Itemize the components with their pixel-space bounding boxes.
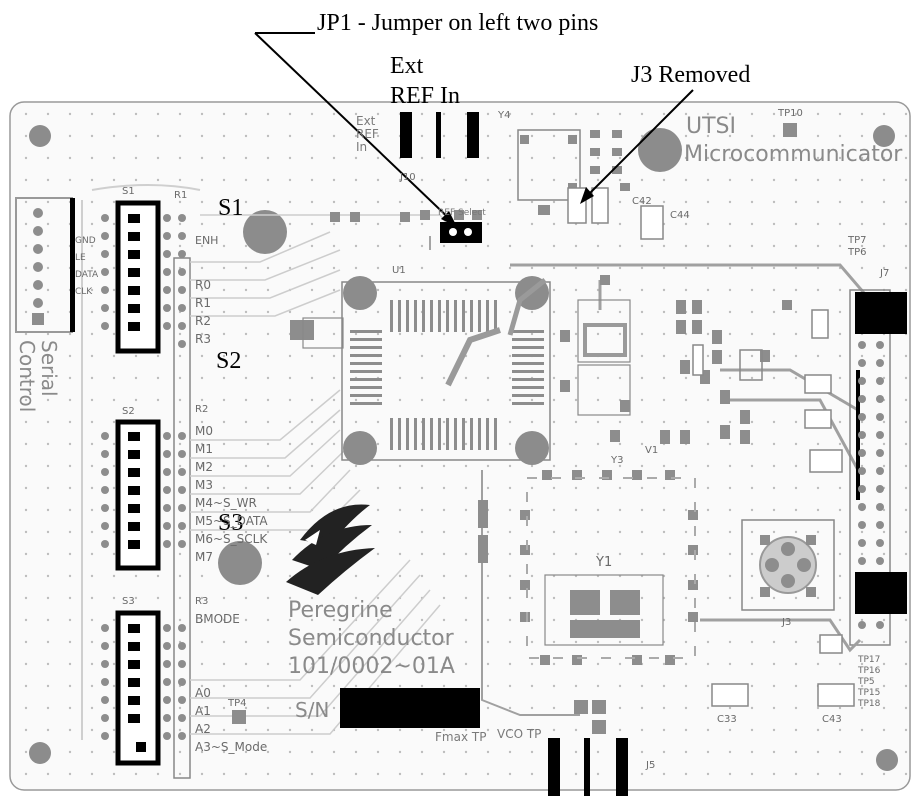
label-y4: Y4 bbox=[498, 110, 511, 121]
r-label: R3 bbox=[195, 332, 211, 346]
label-r1: R1 bbox=[174, 190, 188, 201]
r-label: R0 bbox=[195, 278, 211, 292]
r-label: R1 bbox=[195, 296, 211, 310]
fmax-tp-label: Fmax TP bbox=[435, 730, 487, 744]
m-label: M1 bbox=[195, 442, 213, 456]
brand-microcommunicator: Microcommunicator bbox=[684, 142, 903, 167]
label-j5: J5 bbox=[646, 760, 656, 771]
serial-number-label: S/N bbox=[295, 698, 330, 722]
tp-label: TP15 bbox=[858, 688, 881, 698]
tp-label: TP18 bbox=[858, 699, 881, 709]
label-silk-s3: S3 bbox=[122, 596, 135, 607]
label-tp10: TP10 bbox=[778, 108, 803, 119]
m-label: M4~S_WR bbox=[195, 496, 257, 510]
label-enh: ENH bbox=[195, 234, 219, 247]
s2-annotation: S2 bbox=[216, 348, 242, 374]
tp-label: TP5 bbox=[858, 677, 875, 687]
pin-label-data: DATA bbox=[75, 270, 99, 280]
jp1-annotation: JP1 - Jumper on left two pins bbox=[317, 10, 599, 36]
label-silk-s1: S1 bbox=[122, 186, 135, 197]
ext-annotation-line2: REF In bbox=[390, 83, 461, 109]
m-label: M7 bbox=[195, 550, 213, 564]
m-label: M5~S_DATA bbox=[195, 514, 268, 528]
silk-ext-ref-in: Ext REF In bbox=[356, 114, 379, 154]
a-label: A3~S_Mode bbox=[195, 740, 268, 754]
label-r2: R2 bbox=[195, 404, 209, 415]
label-c43: C43 bbox=[822, 714, 842, 725]
maker-semiconductor: Semiconductor bbox=[288, 626, 454, 651]
label-j10: J10 bbox=[400, 172, 416, 183]
r-label: R2 bbox=[195, 314, 211, 328]
pin-label-clk: CLK bbox=[75, 287, 93, 297]
label-c44: C44 bbox=[670, 210, 690, 221]
label-tp7: TP7 bbox=[848, 235, 867, 246]
tp-label: TP16 bbox=[858, 666, 881, 676]
m-label: M2 bbox=[195, 460, 213, 474]
label-silk-s2: S2 bbox=[122, 406, 135, 417]
label-bmode: BMODE bbox=[195, 612, 240, 626]
label-tp4: TP4 bbox=[228, 698, 247, 709]
label-y1: Y1 bbox=[596, 555, 613, 570]
s3-annotation: S3 bbox=[218, 510, 244, 536]
label-tp6: TP6 bbox=[848, 247, 867, 258]
m-label: M3 bbox=[195, 478, 213, 492]
s1-annotation: S1 bbox=[218, 195, 244, 221]
label-r3: R3 bbox=[195, 596, 209, 607]
serial-control-label: Serial Control bbox=[15, 340, 61, 413]
j3-removed-annotation: J3 Removed bbox=[631, 62, 751, 88]
label-c33: C33 bbox=[717, 714, 737, 725]
pin-label-gnd: GND bbox=[75, 236, 96, 246]
label-j3: J3 bbox=[782, 617, 792, 628]
tp-label: TP17 bbox=[858, 655, 881, 665]
vco-tp-label: VCO TP bbox=[497, 727, 542, 741]
pin-label-le: LE bbox=[75, 253, 86, 263]
label-v1: V1 bbox=[645, 445, 659, 456]
ref-select-label: REF Select bbox=[438, 208, 486, 218]
m-label: M6~S_SCLK bbox=[195, 532, 268, 546]
ext-annotation-line1: Ext bbox=[390, 53, 424, 79]
label-c42: C42 bbox=[632, 196, 652, 207]
label-j7: J7 bbox=[880, 268, 890, 279]
m-label: M0 bbox=[195, 424, 213, 438]
maker-peregrine: Peregrine bbox=[288, 598, 393, 623]
a-label: A2 bbox=[195, 722, 211, 736]
label-u1: U1 bbox=[392, 265, 406, 276]
label-y3: Y3 bbox=[611, 455, 624, 466]
a-label: A1 bbox=[195, 704, 211, 718]
brand-utsi: UTSI bbox=[686, 114, 736, 139]
part-number: 101/0002~01A bbox=[288, 654, 455, 679]
a-label: A0 bbox=[195, 686, 211, 700]
